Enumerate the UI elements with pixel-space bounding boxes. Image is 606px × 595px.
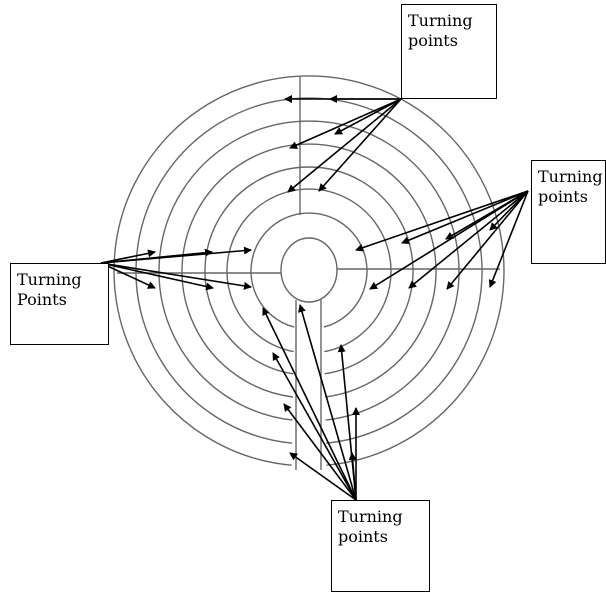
turning-point-arrow (408, 190, 529, 289)
turning-point-arrow (287, 98, 402, 193)
callout-label: Turning points (408, 11, 473, 51)
turning-point-arrow (100, 246, 252, 264)
labyrinth-ring (250, 212, 368, 328)
turning-point-arrow (488, 190, 529, 288)
turning-point-arrow (298, 304, 357, 501)
turning-point-arrow (369, 190, 529, 290)
labyrinth-ring (158, 120, 460, 421)
callout-label-line2: points (408, 31, 458, 50)
turning-point-arrow (401, 190, 529, 245)
callout-turning-points-top-right: Turning points (401, 4, 497, 99)
center-circle (280, 237, 338, 303)
axis-lines (117, 77, 500, 470)
turning-point-arrow (272, 352, 357, 501)
callout-label-line1: Turning (538, 167, 603, 186)
turning-point-arrow (289, 98, 402, 149)
callout-label-line2: Points (17, 290, 67, 309)
callout-label-line1: Turning (408, 11, 473, 30)
callout-label: Turning points (338, 507, 403, 547)
labyrinth-ring (226, 188, 392, 353)
turning-point-arrow (100, 249, 156, 264)
turning-point-arrow (334, 98, 402, 135)
labyrinth-ring (204, 166, 414, 375)
callout-label: Turning Points (17, 270, 82, 310)
turning-point-arrow (289, 452, 357, 501)
callout-turning-points-right: Turning points (531, 160, 606, 264)
turning-point-arrow (100, 262, 156, 289)
turning-point-arrow (283, 403, 357, 501)
callout-label: Turning points (538, 167, 603, 207)
callout-label-line2: points (338, 527, 388, 546)
callout-label-line2: points (538, 187, 588, 206)
labyrinth-ring (181, 143, 437, 398)
labyrinth-rings (113, 75, 505, 466)
callout-turning-points-left: Turning Points (10, 263, 109, 345)
turning-point-arrow (348, 452, 357, 501)
labyrinth-ring (135, 97, 483, 444)
callout-turning-points-bottom: Turning points (331, 500, 430, 592)
turning-point-arrows (100, 95, 529, 501)
turning-point-arrow (446, 190, 529, 290)
turning-point-arrow (355, 190, 529, 252)
turning-point-arrow (262, 307, 357, 501)
turning-point-arrow (318, 98, 402, 192)
callout-label-line1: Turning (338, 507, 403, 526)
callout-label-line1: Turning (17, 270, 82, 289)
labyrinth-ring (113, 75, 505, 466)
turning-point-arrow (100, 262, 252, 290)
turning-point-arrow (100, 262, 214, 291)
